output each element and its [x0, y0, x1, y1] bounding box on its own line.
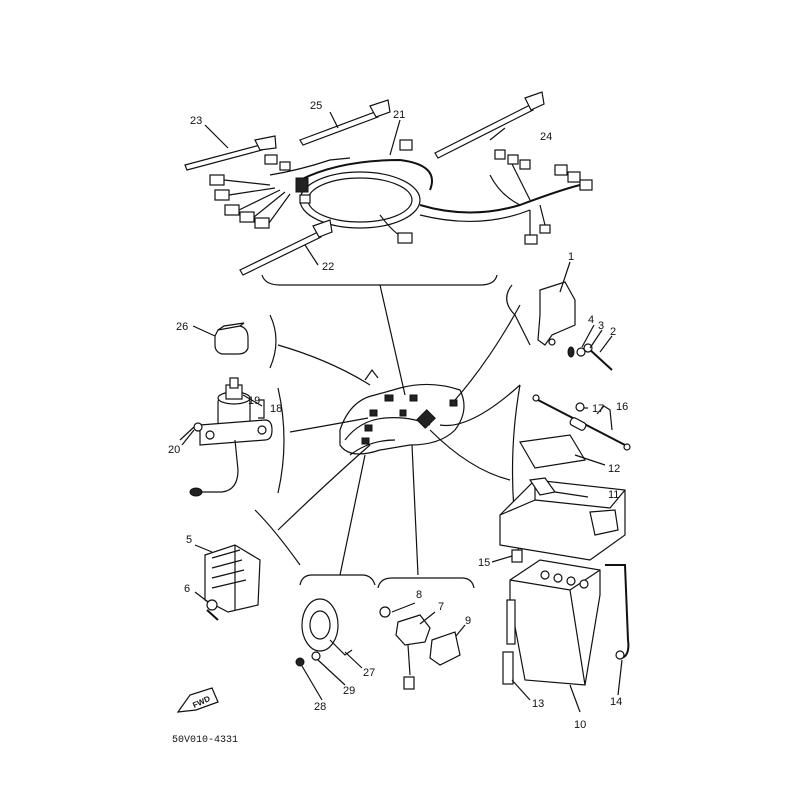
callout-17: 17 [592, 403, 604, 415]
part-14 [605, 564, 630, 660]
callout-21: 21 [393, 109, 405, 121]
callout-11: 11 [608, 489, 619, 501]
part-2 [583, 343, 613, 371]
callout-8: 8 [416, 589, 422, 601]
part-20 [179, 422, 203, 441]
part-3 [576, 347, 586, 357]
part-13 [502, 599, 516, 685]
part-12 [519, 434, 586, 469]
part-29 [311, 651, 321, 661]
part-18 [189, 377, 273, 497]
callout-27: 27 [363, 667, 375, 679]
harness-bracket [261, 274, 498, 286]
cable-tie-25 [299, 99, 391, 146]
part-17 [575, 402, 585, 412]
drawing-code: 50V010-4331 [172, 735, 238, 746]
part-11 [499, 477, 626, 561]
callout-16: 16 [616, 401, 628, 413]
callout-15: 15 [478, 557, 490, 569]
callout-13: 13 [532, 698, 544, 710]
callout-26: 26 [176, 321, 188, 333]
callout-5: 5 [186, 534, 192, 546]
callout-28: 28 [314, 701, 326, 713]
part-16 [532, 394, 631, 451]
callout-3: 3 [598, 320, 604, 332]
callout-22: 22 [322, 261, 334, 273]
bracket-1-4 [506, 284, 531, 346]
callout-2: 2 [610, 326, 616, 338]
bracket-26 [269, 314, 277, 369]
leader-lines [277, 284, 521, 576]
part-28 [295, 657, 305, 667]
callout-12: 12 [608, 463, 620, 475]
callout-10: 10 [574, 719, 586, 731]
callout-23: 23 [190, 115, 202, 127]
part-8 [379, 606, 391, 618]
part-4 [567, 346, 575, 358]
part-27 [301, 598, 353, 656]
callout-25: 25 [310, 100, 322, 112]
cable-tie-23 [184, 135, 277, 171]
callout-leaders [181, 111, 623, 713]
bracket-18-20 [277, 387, 285, 494]
part-1 [537, 281, 576, 346]
callout-7: 7 [438, 601, 444, 613]
wire-harness [209, 139, 593, 245]
callout-6: 6 [184, 583, 190, 595]
callout-29: 29 [343, 685, 355, 697]
part-26 [214, 322, 249, 355]
callout-14: 14 [610, 696, 622, 708]
bracket-5-6 [254, 509, 301, 566]
callout-18: 18 [270, 403, 282, 415]
callout-20: 20 [168, 444, 180, 456]
fwd-arrow: FWD [176, 687, 219, 713]
frame-mount-area [339, 368, 465, 456]
callout-24: 24 [540, 131, 552, 143]
cable-tie-22 [239, 219, 333, 276]
callout-9: 9 [465, 615, 471, 627]
part-7 [395, 614, 431, 690]
callout-1: 1 [568, 251, 574, 263]
callout-19: 19 [248, 395, 260, 407]
callout-4: 4 [588, 314, 594, 326]
bracket-27-29 [299, 574, 376, 586]
bracket-7-9 [377, 577, 475, 589]
part-15 [511, 549, 523, 563]
cable-tie-24 [434, 91, 545, 159]
part-9 [429, 631, 461, 666]
part-10 [509, 559, 601, 686]
part-6 [206, 599, 219, 621]
